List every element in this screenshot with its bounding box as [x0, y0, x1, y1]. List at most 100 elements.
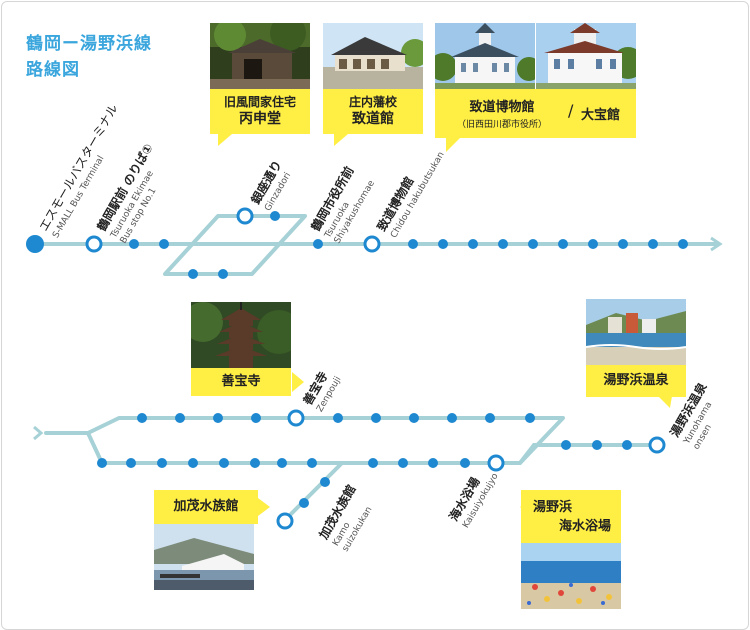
- stop-dot[interactable]: [622, 440, 632, 450]
- stop-dot[interactable]: [307, 458, 317, 468]
- stop-dot[interactable]: [157, 458, 167, 468]
- label-kamo: 加茂水族館 Kamo suizokukan: [315, 482, 374, 553]
- route-kamo-branch: [282, 461, 344, 523]
- stop-dot[interactable]: [126, 458, 136, 468]
- map-subtitle: 路線図: [26, 60, 80, 80]
- stop-dot[interactable]: [558, 239, 568, 249]
- photo-chido-museum: [435, 23, 535, 89]
- major-stops: [85, 207, 666, 530]
- photo-yunohama-beach-image: [521, 543, 621, 609]
- stop-dot[interactable]: [588, 239, 598, 249]
- callout-shonai-line2: 致道館: [352, 111, 394, 127]
- stop-dot[interactable]: [371, 413, 381, 423]
- stop-dot[interactable]: [188, 269, 198, 279]
- stop-dot[interactable]: [592, 440, 602, 450]
- stop-dot[interactable]: [218, 269, 228, 279]
- callout-beach-line1: 湯野浜: [533, 500, 573, 515]
- stop-kaisuiyokujo[interactable]: [487, 454, 505, 472]
- label-kaisui: 海水浴場 Kaisuiyokujyo: [446, 471, 501, 530]
- photo-zenpoji: [191, 302, 291, 368]
- stop-dot[interactable]: [468, 239, 478, 249]
- stop-dot[interactable]: [409, 413, 419, 423]
- stop-dot[interactable]: [648, 239, 658, 249]
- map-title: 鶴岡ー湯野浜線: [26, 34, 152, 54]
- callout-heikikan: 旧風間家住宅 丙申堂: [210, 89, 310, 134]
- stop-dot[interactable]: [188, 458, 198, 468]
- label-chido: 致道博物館 Chidou hakubutsukan: [374, 150, 447, 240]
- callout-beach-line2: 海水浴場: [558, 519, 611, 534]
- callout-shonai-line1: 庄内藩校: [348, 95, 397, 109]
- photo-chidokan-image: [323, 23, 423, 89]
- stop-dot[interactable]: [368, 458, 378, 468]
- stop-dot[interactable]: [313, 239, 323, 249]
- stop-dot[interactable]: [678, 239, 688, 249]
- route-lower-loop: [86, 416, 565, 465]
- callout-chido-name: 致道博物館: [469, 100, 535, 115]
- stop-ginzadori[interactable]: [236, 207, 254, 225]
- pointer-heikikan: [218, 134, 232, 146]
- stop-dot[interactable]: [277, 458, 287, 468]
- photo-kazama-house: [210, 23, 310, 89]
- callout-taihokan: 大宝館: [581, 108, 621, 123]
- stop-dot[interactable]: [485, 413, 495, 423]
- stop-dot[interactable]: [97, 458, 107, 468]
- photo-chidokan: [323, 23, 423, 89]
- stop-dot[interactable]: [438, 239, 448, 249]
- callout-chido-sub: （旧西田川郡市役所）: [456, 120, 547, 130]
- stop-dot[interactable]: [129, 239, 139, 249]
- stop-dot[interactable]: [213, 413, 223, 423]
- stop-zenpoji[interactable]: [287, 409, 305, 427]
- stop-dot[interactable]: [408, 239, 418, 249]
- callout-yunohama: 湯野浜温泉: [586, 365, 686, 397]
- stop-dot[interactable]: [137, 413, 147, 423]
- pointer-yunohama: [658, 396, 672, 408]
- photo-yunohama-onsen-image: [586, 299, 686, 365]
- stop-dot[interactable]: [525, 413, 535, 423]
- callout-heikikan-line2: 丙申堂: [239, 111, 281, 127]
- arrow-right-icon: [710, 236, 723, 252]
- callout-chido-sep: /: [568, 101, 574, 120]
- photo-kazama-house-image: [210, 23, 310, 89]
- stop-dot[interactable]: [447, 413, 457, 423]
- callout-chido: 致道博物館 （旧西田川郡市役所） / 大宝館: [435, 89, 636, 138]
- label-ginza: 銀座通り Ginzadori: [247, 157, 293, 213]
- stop-dot[interactable]: [219, 458, 229, 468]
- stop-kamo-aquarium[interactable]: [276, 512, 294, 530]
- stop-dot[interactable]: [299, 498, 309, 508]
- photo-chido-museum-image: [435, 23, 535, 89]
- stop-dot[interactable]: [159, 239, 169, 249]
- stop-dot[interactable]: [618, 239, 628, 249]
- label-shiyaku: 鶴岡市役所前 Tsuruoka Shiyakushomae: [308, 164, 378, 246]
- route-lines: [34, 214, 720, 523]
- stop-chido-museum[interactable]: [363, 235, 381, 253]
- photo-zenpoji-image: [191, 302, 291, 368]
- stop-dot[interactable]: [528, 239, 538, 249]
- photo-taihokan-image: [536, 23, 636, 89]
- small-stops: [97, 211, 688, 508]
- stop-dot[interactable]: [498, 239, 508, 249]
- stop-dot[interactable]: [561, 440, 571, 450]
- label-zenpoji: 善宝寺 Zenpouji: [300, 369, 344, 414]
- stop-dot[interactable]: [270, 211, 280, 221]
- stop-dot[interactable]: [175, 413, 185, 423]
- stop-dot[interactable]: [251, 413, 261, 423]
- pointer-chido: [446, 138, 460, 152]
- photo-yunohama-beach: [521, 543, 621, 609]
- stop-dot[interactable]: [320, 477, 330, 487]
- stop-tsuruoka-ekimae[interactable]: [85, 235, 103, 253]
- stop-dot[interactable]: [250, 458, 260, 468]
- photo-taihokan: [536, 23, 636, 89]
- stop-dot[interactable]: [428, 458, 438, 468]
- stop-small-terminal[interactable]: [26, 235, 44, 253]
- pointer-zenpoji: [292, 372, 304, 392]
- photo-kamo-aquarium-image: [154, 524, 254, 590]
- pointer-shonai: [334, 134, 348, 146]
- stop-dot[interactable]: [333, 413, 343, 423]
- callout-kamo: 加茂水族館: [154, 490, 258, 524]
- stop-yunohama-onsen[interactable]: [648, 436, 666, 454]
- photo-kamo-aquarium: [154, 524, 254, 590]
- stop-dot[interactable]: [398, 458, 408, 468]
- callout-shonai: 庄内藩校 致道館: [323, 89, 423, 134]
- stop-dot[interactable]: [460, 458, 470, 468]
